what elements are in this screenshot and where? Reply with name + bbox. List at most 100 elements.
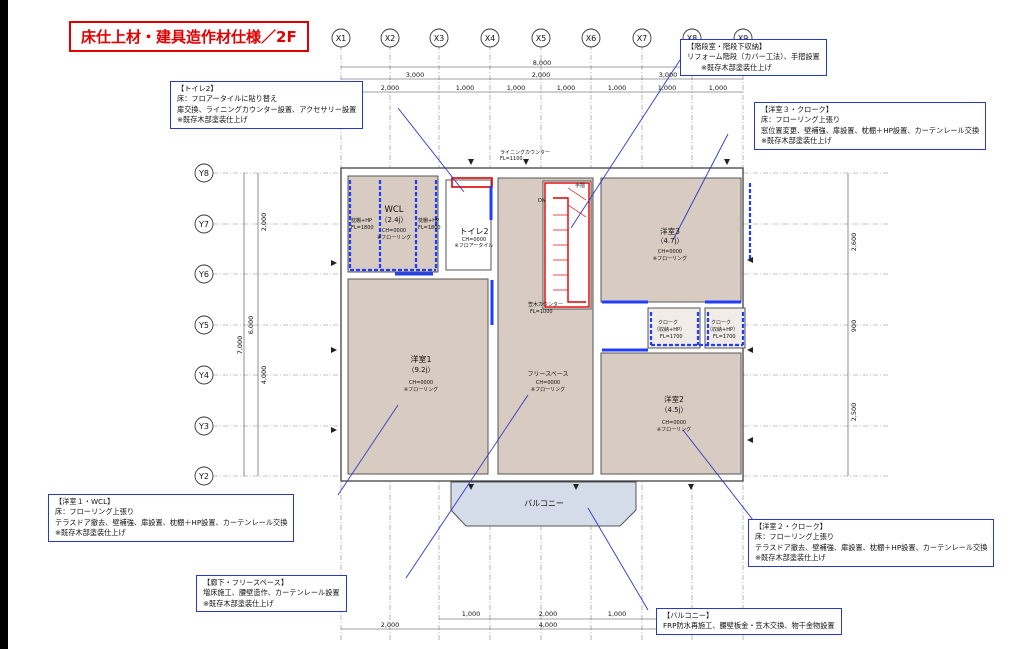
note-room2-head: 【洋室２・クローク】 <box>755 522 827 531</box>
grid-bubble-x6: X6 <box>586 34 597 43</box>
note-hall-line-2: ※既存木部塗装仕上げ <box>203 598 274 608</box>
note-toilet2: 【トイレ2】 床：フロアータイルに貼り替え 扉交換、ライニングカウンター設置、ア… <box>170 81 364 129</box>
note-room1-head: 【洋室１・WCL】 <box>55 497 115 506</box>
rooms <box>340 167 746 527</box>
closet-b-fl: FL=1700 <box>713 334 736 340</box>
dim-bottom-fine-2: 2,000 <box>539 610 558 618</box>
wcl-ch: CH=0000 <box>382 228 406 234</box>
wcl-size: （2.4j） <box>380 216 407 224</box>
room1-floor: ※フローリング <box>404 386 438 393</box>
grid-bubble-y6-circle <box>194 264 214 284</box>
grid-bubble-x7: X7 <box>637 34 648 43</box>
wcl-shelf-b-label: 枕棚+HP <box>418 217 439 224</box>
note-toilet2-head: 【トイレ2】 <box>177 84 218 93</box>
note-hall: 【廊下・フリースペース】 増床施工、腰壁造作、カーテンレール設置 ※既存木部塗装… <box>196 575 347 613</box>
dim-top-fine-2: 1,000 <box>456 84 475 92</box>
wcl-shelf-a-label: 枕棚+HP <box>351 217 372 224</box>
room3-size: （4.7j） <box>656 237 683 245</box>
note-toilet2-line-3: ※既存木部塗装仕上げ <box>177 115 248 125</box>
wcl-floor: ※フローリング <box>377 234 411 241</box>
dim-top-fine-5: 1,000 <box>608 84 627 92</box>
grid-bubble-x4: X4 <box>485 34 496 43</box>
grid-bubble-x8: X8 <box>687 34 698 43</box>
stairs-dn: DN <box>538 198 546 204</box>
dim-bottom-mid-2: 4,000 <box>539 621 558 629</box>
blue-walls <box>348 180 752 347</box>
room2-ch: CH=0000 <box>662 420 686 426</box>
note-room2-line-2: テラスドア撤去、壁補強、扉設置、枕棚＋HP設置、カーテンレール交換 <box>755 542 988 552</box>
dim-left-mid: 6,000 <box>247 316 255 335</box>
dim-top-fine-1: 2,000 <box>381 84 400 92</box>
grid-bubble-x7-circle <box>632 28 652 48</box>
balcony-name: バルコニー <box>524 499 564 508</box>
free-ch: CH=0000 <box>536 380 560 386</box>
note-room2: 【洋室２・クローク】 床：フローリング上張り テラスドア撤去、壁補強、扉設置、枕… <box>748 519 995 567</box>
dim-top-fine-4: 1,000 <box>557 84 576 92</box>
grid-bubble-y3: Y3 <box>198 422 209 431</box>
note-balcony: 【バルコニー】 FRP防水再施工、腰壁板金・笠木交換、物干金物設置 <box>656 608 842 635</box>
dim-left-total: 7,000 <box>236 336 244 355</box>
wcl-shelf-b-fl: FL=1800 <box>418 225 441 231</box>
dim-bottom-mid-1: 2,000 <box>381 621 400 629</box>
note-room3-head: 【洋室３・クローク】 <box>761 105 833 114</box>
note-room1-line-3: ※既存木部塗装仕上げ <box>55 528 126 538</box>
room3-name: 洋室3 <box>660 226 680 236</box>
closet-a-sub: （収納+HP） <box>654 326 685 333</box>
dim-right-fine-1: 2,600 <box>850 233 858 252</box>
note-stairs-line-2: ※既存木部塗装仕上げ <box>701 62 772 72</box>
grid-bubble-y4-circle <box>194 365 214 385</box>
grid-bubble-y8: Y8 <box>198 169 209 178</box>
closet-b-label: クローク <box>711 320 731 326</box>
dim-top-fine-6: 1,000 <box>658 84 677 92</box>
lining-label: ライニングカウンター <box>500 149 550 156</box>
stairs <box>451 177 590 308</box>
room3-floor: ※フローリング <box>653 255 687 262</box>
dim-top-mid-3: 3,000 <box>659 71 678 79</box>
toilet2-name: トイレ2 <box>459 227 488 236</box>
free-floor: ※フローリング <box>531 386 565 393</box>
dim-top-mid-2: 2,000 <box>532 71 551 79</box>
grid-bubble-y3-circle <box>194 416 214 436</box>
room2-size: （4.5j） <box>660 406 687 414</box>
room1-ch: CH=0000 <box>409 380 433 386</box>
dim-top-fine-3: 1,000 <box>507 84 526 92</box>
room-labels: WCL （2.4j） CH=0000 ※フローリング 枕棚+HP FL=1800… <box>351 149 738 508</box>
dimension-lines <box>243 66 849 630</box>
grid-bubble-y7: Y7 <box>198 220 209 229</box>
grid-bubble-x1-circle <box>331 28 351 48</box>
room1-size: （9.2j） <box>407 366 434 374</box>
note-room2-line-3: ※既存木部塗装仕上げ <box>755 553 826 563</box>
blue-partitions <box>395 186 741 352</box>
grid-bubble-x6-circle <box>581 28 601 48</box>
note-toilet2-line-2: 扉交換、ライニングカウンター設置、アクセサリー設置 <box>177 104 357 114</box>
dim-right-fine-3: 2,500 <box>850 403 858 422</box>
closet-b-sub: （収納+HP） <box>707 326 738 333</box>
dim-bottom-fine-1: 1,000 <box>462 610 481 618</box>
grid-bubble-x4-circle <box>480 28 500 48</box>
note-room3-line-3: ※既存木部塗装仕上げ <box>761 136 832 146</box>
note-balcony-head: 【バルコニー】 <box>663 611 714 620</box>
note-balcony-line-1: FRP防水再施工、腰壁板金・笠木交換、物干金物設置 <box>663 621 835 631</box>
dim-top-fine-7: 1,000 <box>709 84 728 92</box>
note-room3-line-1: 床：フローリング上張り <box>761 115 841 125</box>
lining-fl: FL=1100 <box>500 156 523 162</box>
grid-bubble-y5: Y5 <box>198 321 209 330</box>
grid-bubble-x2-circle <box>380 28 400 48</box>
note-room2-line-1: 床：フローリング上張り <box>755 532 835 542</box>
room1-name: 洋室1 <box>410 354 431 364</box>
grid-bubble-x5: X5 <box>536 34 547 43</box>
grid-bubble-y2: Y2 <box>198 472 209 481</box>
grid-bubble-y6: Y6 <box>198 270 209 279</box>
kasa-label: 笠木カウンター <box>528 301 563 308</box>
closet-a-label: クローク <box>658 320 678 326</box>
note-room1: 【洋室１・WCL】 床：フローリング上張り テラスドア撤去、壁補強、扉設置、枕棚… <box>48 494 295 542</box>
dim-left-fine-1: 2,000 <box>260 213 268 232</box>
wcl-shelf-a-fl: FL=1800 <box>351 225 374 231</box>
kasa-fl: FL=1000 <box>530 309 553 315</box>
closet-a-fl: FL=1700 <box>660 334 683 340</box>
free-name: フリースペース <box>528 371 569 378</box>
note-room1-line-1: 床：フローリング上張り <box>55 507 135 517</box>
